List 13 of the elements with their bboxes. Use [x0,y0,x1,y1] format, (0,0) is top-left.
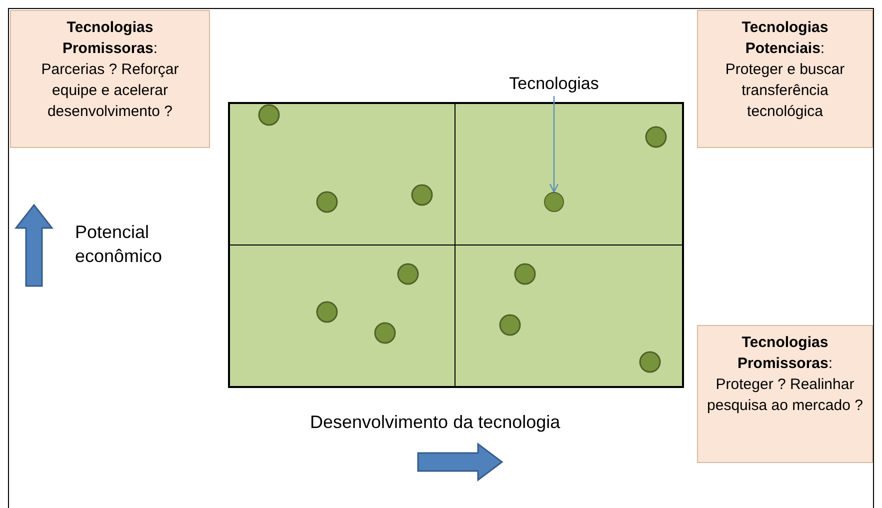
axis-label: Desenvolvimento da tecnologia [310,411,560,434]
leader-line [549,96,559,193]
axis-label: Potencial econômico [75,221,164,268]
box-text: Proteger ? Realinhar pesquisa ao mercado ? [706,375,864,416]
note-box [697,10,873,148]
text-label: Tecnologias [494,72,614,96]
box-heading: Tecnologias Promissoras: [61,18,159,59]
box-heading: Tecnologias Promissoras: [736,333,834,374]
note-box [697,325,873,463]
note-box [10,10,210,148]
box-text: Parcerias ? Reforçar equipe e acelerar desenvolvimento ? [40,60,180,122]
box-heading: Tecnologias Potenciais: [740,18,830,59]
box-text: Proteger e buscar transferência tecnológica [724,60,846,122]
